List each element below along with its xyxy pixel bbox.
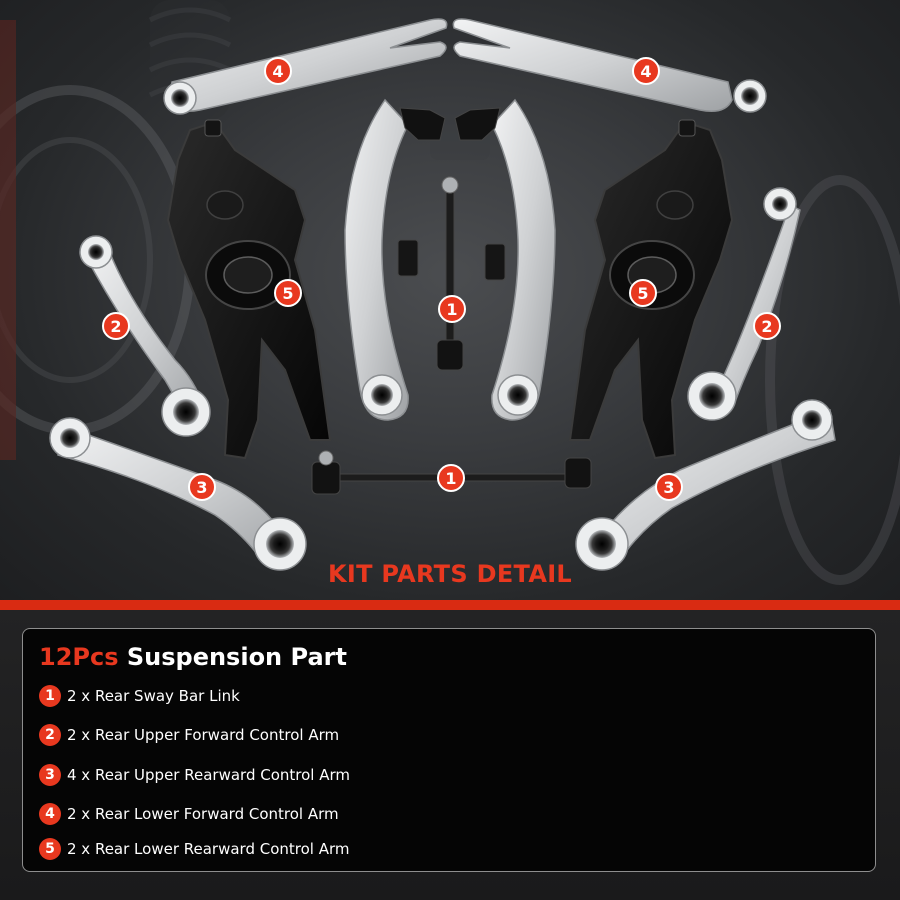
callout-badge-3-right: 3: [655, 473, 683, 501]
kit-parts-detail-title: KIT PARTS DETAIL: [327, 560, 573, 588]
callout-number: 2: [110, 317, 121, 336]
part-list-item: 3 4 x Rear Upper Rearward Control Arm: [39, 762, 350, 788]
number-badge: 3: [39, 764, 61, 786]
upper-forward-arm-right: [687, 187, 801, 421]
number-badge: 4: [39, 803, 61, 825]
part-list-item: 4 2 x Rear Lower Forward Control Arm: [39, 801, 339, 827]
part-label: 2 x Rear Upper Forward Control Arm: [67, 726, 340, 744]
upper-rearward-arm-left: [49, 417, 307, 571]
piece-count: 12Pcs: [39, 643, 119, 671]
lower-forward-arm-left: [163, 18, 448, 115]
part-list-item: 2 2 x Rear Upper Forward Control Arm: [39, 722, 339, 748]
upper-rearward-arm-center-right: [454, 98, 556, 421]
callout-badge-2-right: 2: [753, 312, 781, 340]
callout-number: 3: [196, 478, 207, 497]
callout-number: 4: [272, 62, 283, 81]
product-photo: 4 4 5 5 1 1 2 2: [0, 0, 900, 610]
number-badge: 2: [39, 724, 61, 746]
callout-number: 1: [446, 300, 457, 319]
number-badge: 1: [39, 685, 61, 707]
panel-heading: 12Pcs Suspension Part: [39, 643, 347, 671]
suspension-kit-illustration: 4 4 5 5 1 1 2 2: [0, 7, 900, 585]
callout-number: 5: [282, 284, 293, 303]
callout-number: 5: [637, 284, 648, 303]
callout-badge-5-left: 5: [274, 279, 302, 307]
lower-rearward-arm-left: [166, 119, 332, 460]
part-label: 2 x Rear Sway Bar Link: [67, 687, 240, 705]
callout-number: 2: [761, 317, 772, 336]
callout-badge-1-bottom: 1: [437, 464, 465, 492]
lower-forward-arm-right: [452, 18, 767, 113]
part-label: 4 x Rear Upper Rearward Control Arm: [67, 766, 351, 784]
callout-badge-4-right: 4: [632, 57, 660, 85]
accent-divider: [0, 600, 900, 610]
part-label: 2 x Rear Lower Forward Control Arm: [67, 805, 339, 823]
upper-rearward-arm-right: [575, 399, 836, 571]
callout-badge-1-center: 1: [438, 295, 466, 323]
callout-badge-4-left: 4: [264, 57, 292, 85]
callout-number: 1: [445, 469, 456, 488]
sway-bar-link-vertical: [397, 176, 506, 371]
callout-badge-3-left: 3: [188, 473, 216, 501]
panel-heading-text: Suspension Part: [126, 643, 347, 671]
part-label: 2 x Rear Lower Rearward Control Arm: [67, 840, 350, 858]
callout-number: 3: [663, 478, 674, 497]
number-badge: 5: [39, 838, 61, 860]
upper-rearward-arm-center-left: [344, 98, 446, 421]
parts-list-panel: 12Pcs Suspension Part 1 2 x Rear Sway Ba…: [22, 628, 876, 872]
part-list-item: 5 2 x Rear Lower Rearward Control Arm: [39, 836, 350, 862]
part-list-item: 1 2 x Rear Sway Bar Link: [39, 683, 240, 709]
upper-forward-arm-left: [79, 235, 211, 437]
callout-badge-2-left: 2: [102, 312, 130, 340]
callout-number: 4: [640, 62, 651, 81]
callout-badge-5-right: 5: [629, 279, 657, 307]
